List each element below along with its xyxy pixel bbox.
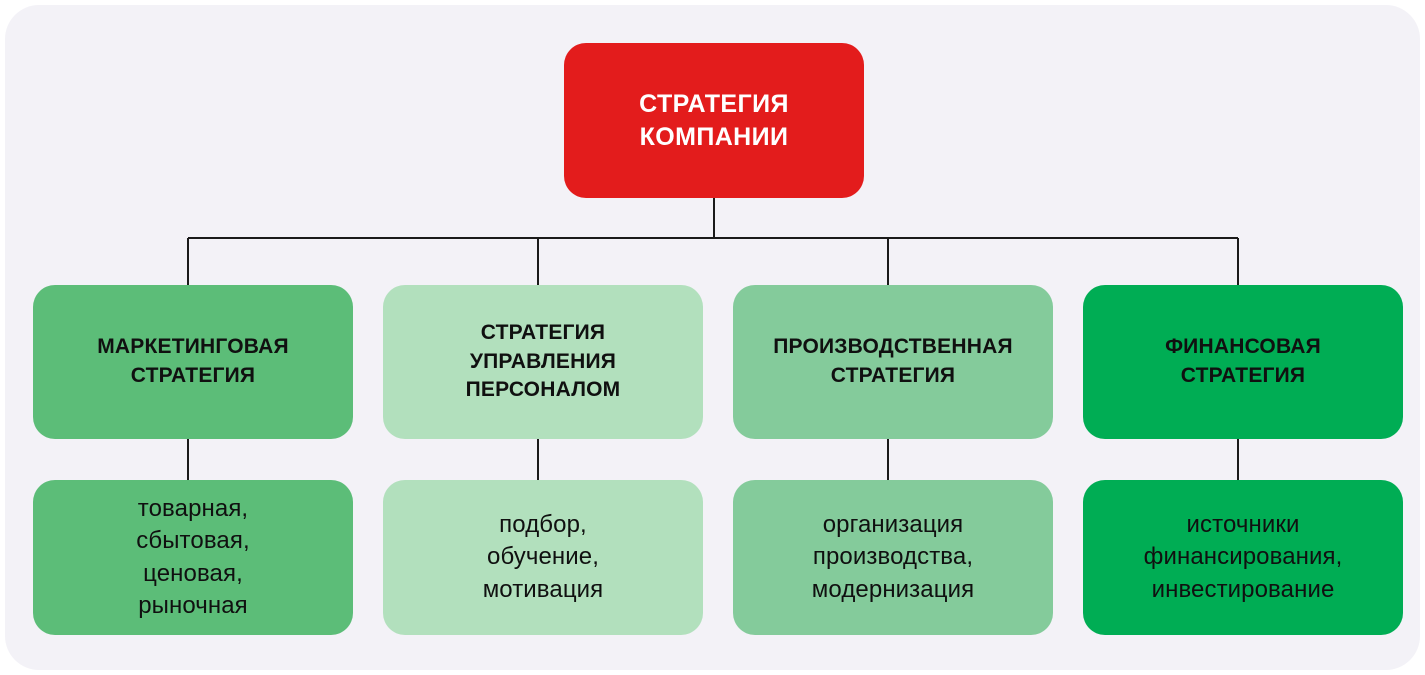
node-branch-production[interactable]: ПРОИЗВОДСТВЕННАЯ СТРАТЕГИЯ bbox=[733, 285, 1053, 439]
node-detail-hr[interactable]: подбор, обучение, мотивация bbox=[383, 480, 703, 635]
node-detail-marketing[interactable]: товарная, сбытовая, ценовая, рыночная bbox=[33, 480, 353, 635]
node-detail-hr-label: подбор, обучение, мотивация bbox=[482, 511, 604, 603]
node-branch-hr-label: СТРАТЕГИЯ УПРАВЛЕНИЯ ПЕРСОНАЛОМ bbox=[465, 321, 621, 402]
diagram-canvas: СТРАТЕГИЯ КОМПАНИИ МАРКЕТИНГОВАЯ СТРАТЕГ… bbox=[5, 5, 1420, 670]
node-branch-marketing-label: МАРКЕТИНГОВАЯ СТРАТЕГИЯ bbox=[97, 335, 289, 387]
node-detail-production-label: организация производства, модернизация bbox=[811, 511, 975, 603]
node-detail-production[interactable]: организация производства, модернизация bbox=[733, 480, 1053, 635]
node-detail-marketing-label: товарная, сбытовая, ценовая, рыночная bbox=[136, 495, 250, 619]
node-branch-finance[interactable]: ФИНАНСОВАЯ СТРАТЕГИЯ bbox=[1083, 285, 1403, 439]
node-branch-production-label: ПРОИЗВОДСТВЕННАЯ СТРАТЕГИЯ bbox=[773, 335, 1013, 387]
node-detail-finance-label: источники финансирования, инвестирование bbox=[1143, 511, 1343, 603]
node-detail-finance[interactable]: источники финансирования, инвестирование bbox=[1083, 480, 1403, 635]
node-root-label: СТРАТЕГИЯ КОМПАНИИ bbox=[639, 89, 789, 151]
node-branch-hr[interactable]: СТРАТЕГИЯ УПРАВЛЕНИЯ ПЕРСОНАЛОМ bbox=[383, 285, 703, 439]
node-root-company-strategy[interactable]: СТРАТЕГИЯ КОМПАНИИ bbox=[564, 43, 864, 198]
node-branch-finance-label: ФИНАНСОВАЯ СТРАТЕГИЯ bbox=[1165, 335, 1321, 387]
node-branch-marketing[interactable]: МАРКЕТИНГОВАЯ СТРАТЕГИЯ bbox=[33, 285, 353, 439]
